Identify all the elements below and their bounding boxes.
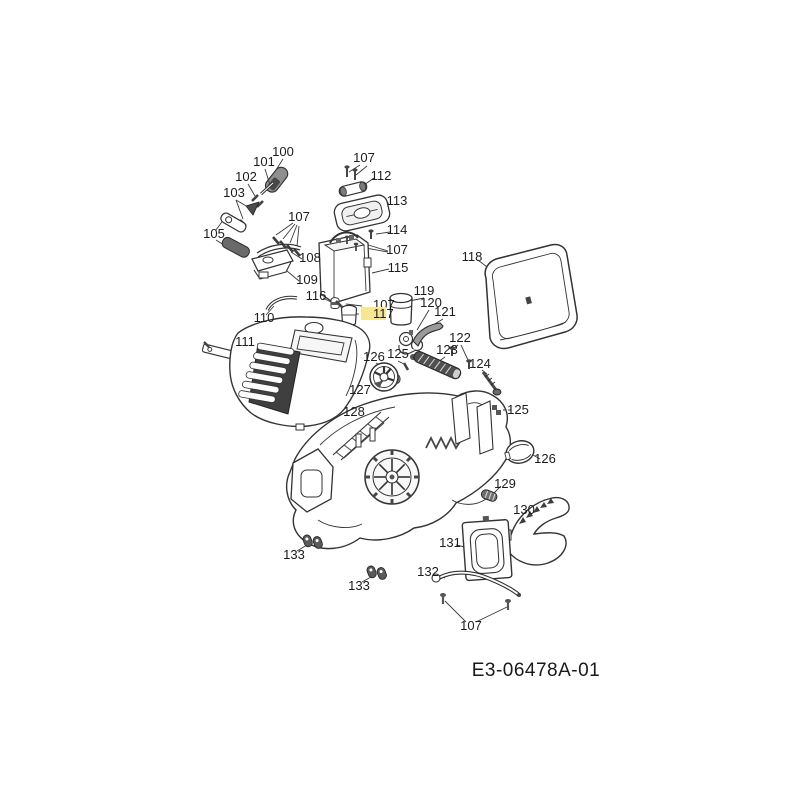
part-125b-clip-drawing	[492, 405, 511, 415]
part-label-101: 101	[253, 154, 275, 169]
part-105-drawing	[215, 212, 250, 258]
part-113-drawing	[333, 194, 391, 232]
part-label-103: 103	[223, 185, 245, 200]
part-label-105: 105	[203, 226, 225, 241]
part-123-drawing	[413, 351, 462, 380]
part-labels: 100 101 102 103 105 107 107 107 112 113 …	[203, 144, 556, 633]
part-115-drawing	[318, 231, 390, 304]
part-107e-screws-drawing	[440, 593, 511, 623]
part-110-drawing	[265, 295, 298, 316]
part-107a-screws-drawing	[344, 164, 368, 180]
part-126a-wheel-drawing	[369, 362, 401, 392]
part-117-highlight	[361, 307, 386, 320]
part-label-120: 120	[420, 295, 442, 310]
part-133b-clips-drawing	[361, 565, 387, 583]
part-label-113: 113	[387, 193, 408, 208]
part-label-108: 108	[299, 250, 321, 265]
part-133a-clips-drawing	[296, 534, 323, 552]
part-126b-cap-drawing	[504, 440, 541, 464]
part-102-drawing	[247, 183, 264, 208]
part-101-drawing	[259, 168, 275, 196]
part-124-drawing	[481, 369, 502, 396]
part-label-131: 131	[439, 535, 461, 550]
part-122-screws-drawing	[449, 344, 472, 369]
part-label-133a: 133	[283, 547, 305, 562]
part-125a-screw-drawing	[397, 360, 410, 371]
part-label-122: 122	[449, 330, 471, 345]
part-label-124: 124	[469, 356, 491, 371]
part-label-111: 111	[235, 334, 255, 349]
drawing-code: E3-06478A-01	[472, 660, 601, 681]
part-label-102: 102	[235, 169, 257, 184]
part-label-121: 121	[434, 304, 456, 319]
part-label-128: 128	[343, 404, 365, 419]
part-label-123: 123	[436, 342, 458, 357]
part-label-130: 130	[513, 502, 535, 517]
part-131-flap-drawing	[455, 515, 513, 582]
part-label-107e: 107	[460, 618, 482, 633]
part-label-110: 110	[254, 310, 275, 325]
part-121-drawing	[412, 318, 444, 347]
part-label-109: 109	[296, 272, 318, 287]
part-label-112: 112	[371, 168, 392, 183]
part-label-129: 129	[494, 476, 516, 491]
part-label-107c: 107	[386, 242, 408, 257]
part-112-drawing	[338, 177, 375, 197]
part-label-107b: 107	[288, 209, 310, 224]
part-107d-screw-drawing	[335, 300, 363, 308]
part-label-119: 119	[414, 283, 435, 298]
part-label-125b: 125	[507, 402, 529, 417]
part-114-drawing	[368, 229, 391, 239]
part-129-drawing	[480, 485, 502, 502]
part-label-126a: 126	[363, 349, 385, 364]
part-119-drawing	[389, 292, 425, 326]
part-108-drawing	[256, 243, 303, 260]
part-130-chute-drawing	[501, 496, 570, 566]
part-label-133b: 133	[348, 578, 370, 593]
part-label-127: 127	[349, 382, 371, 397]
part-label-132: 132	[417, 564, 439, 579]
part-127-housing-drawing	[229, 316, 371, 431]
part-label-114: 114	[387, 222, 408, 237]
part-109-drawing	[251, 249, 300, 282]
part-label-125a: 125	[387, 346, 409, 361]
part-label-100: 100	[272, 144, 294, 159]
part-118-panel-drawing	[477, 243, 578, 350]
part-label-115: 115	[388, 260, 409, 275]
part-label-117-highlighted: 117	[373, 306, 394, 321]
part-128-deck-drawing	[285, 390, 512, 550]
part-label-118: 118	[462, 249, 483, 264]
part-label-116: 116	[306, 288, 327, 303]
part-label-126b: 126	[534, 451, 556, 466]
part-132-rail-drawing	[431, 570, 521, 597]
part-label-107a: 107	[353, 150, 375, 165]
